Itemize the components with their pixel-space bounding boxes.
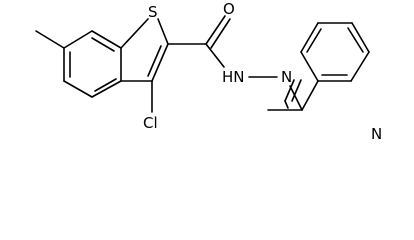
bond-c7a-s [120, 18, 149, 49]
hydrazone-nitrogen-label: N [281, 68, 292, 86]
atom-labels: S O HN N Cl N [143, 0, 382, 143]
bond-benzene-inner-3 [94, 78, 117, 92]
bond-c2-c3-inner [147, 45, 162, 77]
bond-pyridine-inner-3 [306, 28, 322, 53]
bond-carbonyl-o-1 [205, 15, 226, 45]
bond-carbonyl-nh [205, 43, 225, 68]
nh-label: HN [222, 68, 245, 86]
bond-carbonyl-o-2 [210, 18, 231, 49]
bond-n-c-imine-2 [291, 79, 302, 102]
bond-pyridine-inner-2 [347, 27, 364, 53]
bond-benzene-inner-1 [91, 37, 115, 52]
bonds [35, 15, 370, 113]
bond-pyridine-5 [300, 22, 319, 53]
sulfur-label: S [148, 3, 158, 21]
chlorine-label: Cl [143, 114, 158, 132]
bond-benzene-5 [91, 80, 122, 98]
chemical-structure: S O HN N Cl N [35, 0, 382, 143]
bond-c2-c3 [151, 43, 169, 82]
bond-benzene-1 [91, 30, 122, 49]
bond-imine-pyridine [301, 80, 319, 111]
oxygen-label: O [223, 0, 235, 18]
bond-pyridine-6 [300, 51, 319, 82]
pyridine-nitrogen-label: N [371, 125, 382, 143]
bond-benzene-2 [63, 30, 93, 49]
bond-n-c-imine-1 [284, 79, 295, 102]
bond-benzene-4 [63, 80, 93, 98]
bond-pyridine-2 [350, 51, 370, 82]
bond-s-c2 [157, 18, 169, 45]
bond-pyridine-3 [351, 22, 370, 53]
bond-methyl-benzene [35, 30, 65, 49]
bond-n-c-imine-3 [284, 100, 289, 109]
bond-n-c-imine [289, 85, 303, 111]
